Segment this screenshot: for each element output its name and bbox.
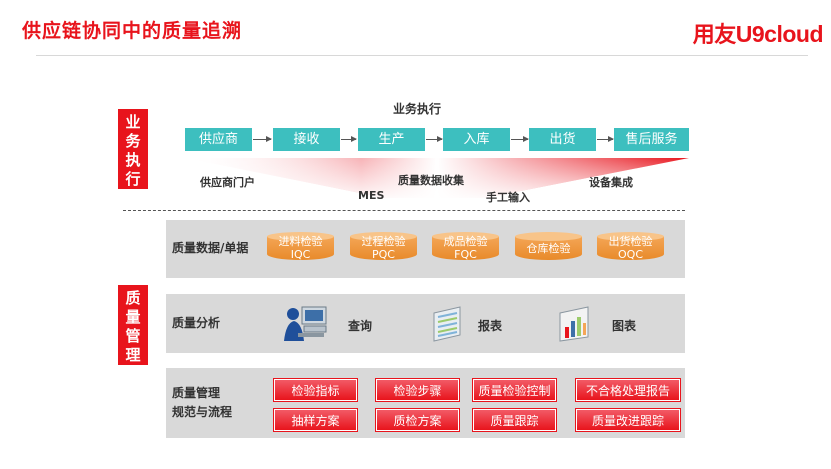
section-divider xyxy=(123,210,685,211)
flow-arrow xyxy=(341,136,357,142)
bar-chart-icon xyxy=(559,306,589,342)
brand-en: U9cloud xyxy=(735,21,824,47)
inspection-steps-button[interactable]: 检验步骤 xyxy=(376,379,459,401)
nonconformance-report-button[interactable]: 不合格处理报告 xyxy=(576,379,680,401)
flow-step-production: 生产 xyxy=(358,128,425,151)
flow-arrow xyxy=(253,136,272,142)
side-char: 质 xyxy=(125,289,141,307)
side-char: 务 xyxy=(125,132,141,150)
flow-step-receive: 接收 xyxy=(273,128,340,151)
flow-step-warehouse-in: 入库 xyxy=(443,128,510,151)
analysis-report-label: 报表 xyxy=(478,319,503,333)
sampling-plan-button[interactable]: 抽样方案 xyxy=(274,409,357,431)
side-char: 量 xyxy=(125,308,141,326)
cylinder-line2: FQC xyxy=(454,248,477,261)
quality-improvement-tracking-button[interactable]: 质量改进跟踪 xyxy=(576,409,680,431)
cylinder-line1: 进料检验 xyxy=(278,235,323,248)
quality-data-label: 质量数据/单据 xyxy=(172,241,249,255)
collection-manual-input: 手工输入 xyxy=(486,191,530,204)
cylinder-line2: OQC xyxy=(618,248,643,261)
cylinder-line1: 成品检验 xyxy=(443,235,488,248)
cylinder-line1: 出货检验 xyxy=(608,235,653,248)
quality-tracking-button[interactable]: 质量跟踪 xyxy=(473,409,556,431)
collection-mes: MES xyxy=(358,189,385,202)
quality-management-side-label: 质 量 管 理 xyxy=(118,285,148,365)
inspection-indicator-button[interactable]: 检验指标 xyxy=(274,379,357,401)
page-title: 供应链协同中的质量追溯 xyxy=(22,20,243,42)
business-execution-side-label: 业 务 执 行 xyxy=(118,109,148,189)
cylinder-line2: IQC xyxy=(290,248,311,261)
side-char: 管 xyxy=(125,327,141,345)
quality-inspection-control-button[interactable]: 质量检验控制 xyxy=(473,379,556,401)
report-sheet-icon xyxy=(433,306,461,342)
data-collection-funnel xyxy=(185,158,689,198)
quality-process-label: 质量管理 规范与流程 xyxy=(172,384,232,422)
side-char: 业 xyxy=(125,113,141,131)
flow-step-supplier: 供应商 xyxy=(185,128,252,151)
analysis-chart-label: 图表 xyxy=(612,319,637,333)
flow-step-shipment: 出货 xyxy=(529,128,596,151)
flow-step-after-sales: 售后服务 xyxy=(614,128,689,151)
analysis-query-label: 查询 xyxy=(348,319,373,333)
brand-cn: 用友 xyxy=(692,23,737,48)
process-label-line2: 规范与流程 xyxy=(172,405,233,419)
brand-logo: 用友U9cloud xyxy=(692,17,824,49)
cylinder-line1: 过程检验 xyxy=(361,235,406,248)
cylinder-line1: 仓库检验 xyxy=(526,242,571,255)
cylinder-warehouse-inspection: 仓库检验 xyxy=(515,232,582,264)
inspection-plan-button[interactable]: 质检方案 xyxy=(376,409,459,431)
cylinder-line2: PQC xyxy=(372,248,395,261)
flow-arrow xyxy=(511,136,529,142)
collection-quality-data: 质量数据收集 xyxy=(398,174,464,187)
process-label-line1: 质量管理 xyxy=(172,386,221,400)
flow-arrow xyxy=(426,136,443,142)
quality-analysis-panel xyxy=(166,294,685,353)
quality-analysis-label: 质量分析 xyxy=(172,316,221,330)
collection-equipment: 设备集成 xyxy=(589,176,633,189)
flow-arrow xyxy=(597,136,614,142)
business-execution-title: 业务执行 xyxy=(392,102,441,116)
collection-supplier-portal: 供应商门户 xyxy=(200,176,255,189)
user-computer-icon xyxy=(284,306,327,341)
side-char: 行 xyxy=(125,170,141,188)
header-divider xyxy=(36,55,808,56)
side-char: 理 xyxy=(125,346,141,364)
side-char: 执 xyxy=(125,151,141,169)
